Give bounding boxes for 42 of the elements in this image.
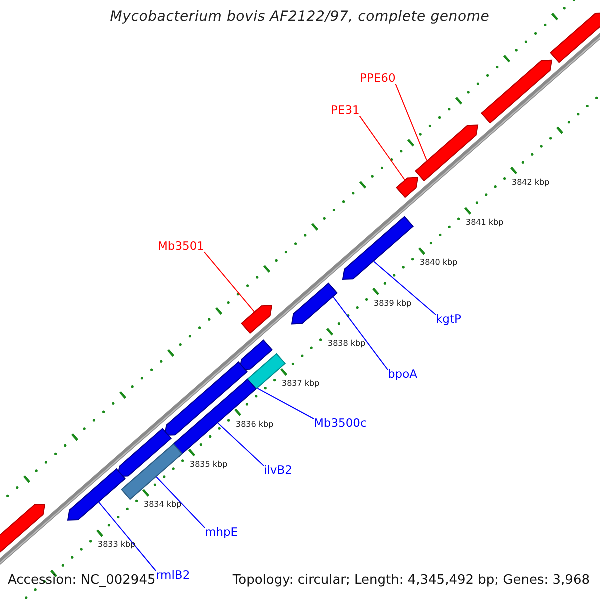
- leader-line: [257, 388, 314, 420]
- accession-text: Accession: NC_002945: [8, 574, 156, 589]
- gene-label: Mb3500c: [314, 417, 367, 430]
- gene-label: Mb3501: [158, 240, 204, 254]
- gene-block: [67, 468, 126, 521]
- gene-block: [0, 504, 46, 555]
- gene-block: [396, 177, 419, 198]
- gene-block: [291, 282, 338, 325]
- gene-block: [550, 12, 600, 64]
- scale-label: 3834 kbp: [144, 500, 182, 510]
- gene-label: bpoA: [388, 368, 418, 382]
- scale-label: 3836 kbp: [236, 420, 274, 429]
- scale-label: 3839 kbp: [374, 298, 412, 308]
- leader-line: [204, 252, 255, 312]
- scale-label: 3837 kbp: [282, 379, 320, 388]
- gene-block: [239, 340, 273, 370]
- gene-block: [117, 428, 172, 478]
- gene-label: ilvB2: [264, 464, 292, 478]
- gene-label: PPE60: [360, 72, 396, 86]
- gene-label: rmlB2: [156, 569, 190, 582]
- leader-line: [156, 476, 206, 528]
- leader-line: [395, 84, 428, 162]
- gene-block: [415, 124, 479, 182]
- scale-label: 3842 kbp: [512, 178, 550, 187]
- leader-line: [374, 261, 436, 316]
- scale-label: 3841 kbp: [466, 218, 504, 228]
- gene-bar: [121, 444, 183, 500]
- title: Mycobacterium bovis AF2122/97, complete genome: [109, 9, 491, 26]
- leader-line: [98, 502, 156, 572]
- gene-label: mhpE: [205, 526, 238, 540]
- leader-line: [333, 296, 388, 370]
- scale-label: 3835 kbp: [190, 460, 228, 469]
- gene-block: [481, 60, 553, 124]
- gene-block: [342, 216, 414, 280]
- scale-label: 3833 kbp: [98, 540, 136, 550]
- leader-line: [218, 422, 264, 466]
- gene-label: kgtP: [436, 313, 462, 326]
- scale-label: 3838 kbp: [328, 338, 366, 348]
- genome-summary-text: Topology: circular; Length: 4,345,492 bp; Genes: 3,968: [232, 574, 590, 589]
- gene-label: PE31: [331, 104, 360, 118]
- gene-block: [241, 305, 273, 334]
- leader-line: [359, 116, 406, 181]
